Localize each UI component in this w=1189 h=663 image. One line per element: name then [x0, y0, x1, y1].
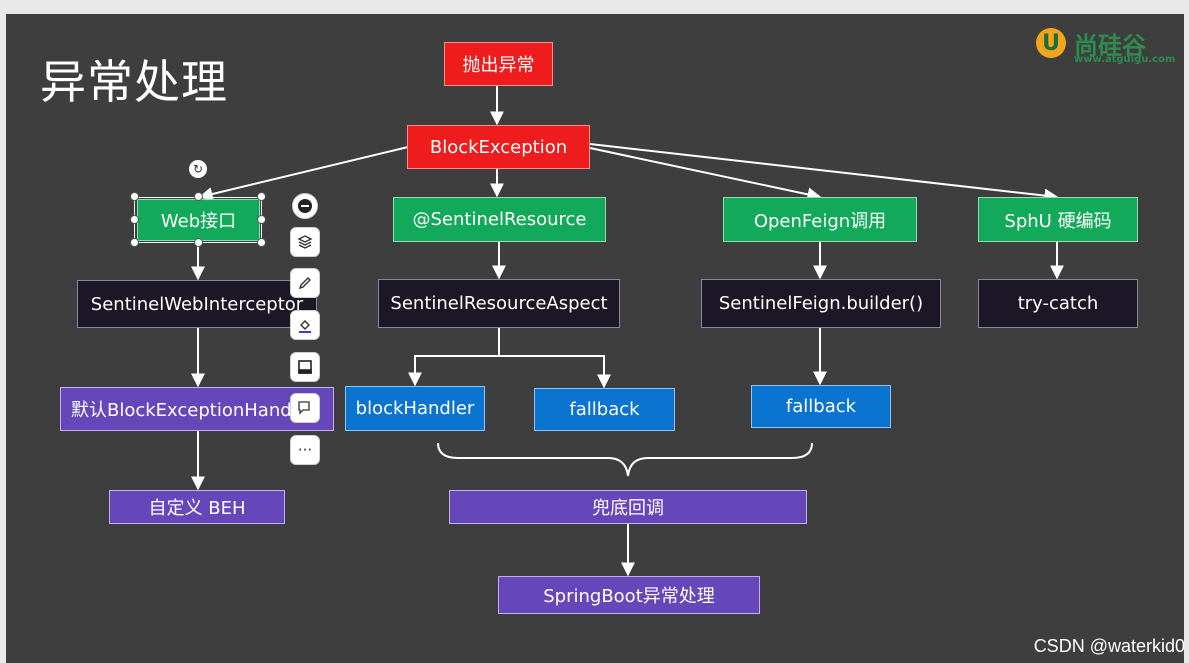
logo-mark: U — [1036, 28, 1066, 58]
arrow-be-to-openfeign — [589, 147, 822, 202]
node-resource-aspect: SentinelResourceAspect — [378, 279, 620, 328]
node-block-handler: blockHandler — [345, 386, 485, 431]
node-default-handler: 默认BlockExceptionHandler — [60, 387, 334, 431]
resize-handle-mr[interactable] — [257, 215, 266, 224]
arrow-aspect-to-blockhandler — [408, 328, 500, 387]
comment-icon[interactable] — [290, 393, 320, 423]
layers-icon[interactable] — [290, 227, 320, 257]
node-openfeign: OpenFeign调用 — [723, 197, 917, 242]
resize-handle-tm[interactable] — [194, 192, 203, 201]
fill-icon[interactable] — [290, 310, 320, 340]
node-block-exception: BlockException — [407, 125, 590, 169]
brace-fallbacks — [437, 442, 813, 477]
node-sphu: SphU 硬编码 — [978, 197, 1138, 242]
resize-handle-tl[interactable] — [130, 192, 139, 201]
logo-url: www.atguigu.com — [1074, 54, 1176, 65]
resize-handle-bl[interactable] — [130, 238, 139, 247]
node-sentinel-resource: @SentinelResource — [393, 197, 606, 242]
node-fallback-1: fallback — [534, 388, 675, 431]
arrow-be-to-sphu — [589, 143, 1059, 203]
node-custom-beh: 自定义 BEH — [109, 490, 285, 524]
resize-handle-bm[interactable] — [194, 238, 203, 247]
minus-icon[interactable] — [292, 193, 318, 219]
logo-name: 尚硅谷 — [1074, 32, 1146, 60]
node-throw-exception: 抛出异常 — [444, 42, 553, 86]
node-bottom-callback: 兜底回调 — [449, 490, 807, 524]
more-icon[interactable]: ··· — [290, 435, 320, 465]
csdn-watermark: CSDN @waterkid0 — [1033, 636, 1185, 656]
arrow-aspect-to-fallback — [499, 355, 611, 389]
atguigu-logo: U 尚硅谷 www.atguigu.com — [1030, 26, 1180, 72]
node-web-interceptor: SentinelWebInterceptor — [77, 280, 317, 328]
node-fallback-2: fallback — [751, 385, 891, 428]
resize-handle-tr[interactable] — [257, 192, 266, 201]
resize-handle-ml[interactable] — [130, 215, 139, 224]
frame-icon[interactable] — [290, 352, 320, 382]
resize-handle-br[interactable] — [257, 238, 266, 247]
pen-icon[interactable] — [290, 268, 320, 298]
slide-canvas — [6, 14, 1184, 663]
node-feign-builder: SentinelFeign.builder() — [701, 279, 941, 328]
selection-box — [134, 197, 262, 243]
node-springboot-exception: SpringBoot异常处理 — [498, 576, 760, 614]
rotate-icon[interactable]: ↻ — [189, 160, 207, 178]
slide-title: 异常处理 — [40, 55, 228, 109]
node-try-catch: try-catch — [978, 279, 1138, 328]
arrow-be-to-web — [198, 146, 409, 201]
node-web-interface[interactable]: Web接口 — [137, 199, 260, 241]
